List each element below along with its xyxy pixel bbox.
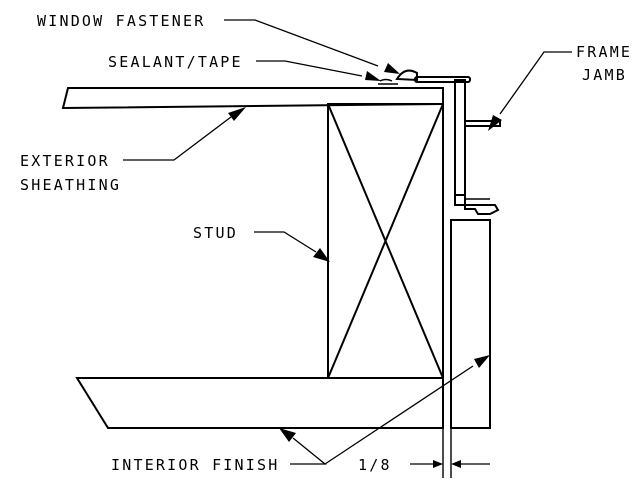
leader-interior-finish xyxy=(279,355,490,465)
label-frame-jamb-line1: FRAME xyxy=(576,43,632,61)
label-dimension: 1/8 xyxy=(358,456,392,474)
gap-dimension xyxy=(410,428,490,478)
window-fastener xyxy=(395,69,418,82)
interior-finish-return xyxy=(450,219,491,429)
label-sealant-tape: SEALANT/TAPE xyxy=(108,53,243,71)
label-stud: STUD xyxy=(193,224,238,242)
interior-finish-board xyxy=(75,377,444,429)
stud-member xyxy=(327,103,444,379)
label-window-fastener: WINDOW FASTENER xyxy=(37,12,205,30)
leader-sealant-tape xyxy=(256,60,381,81)
label-exterior-sheathing-line1: EXTERIOR xyxy=(20,152,110,170)
frame-jamb-profile xyxy=(414,76,501,215)
leader-frame-jamb xyxy=(488,51,572,131)
leader-stud xyxy=(254,231,330,262)
label-frame-jamb-line2: JAMB xyxy=(582,66,627,84)
leader-window-fastener xyxy=(224,19,400,74)
leader-exterior-sheathing xyxy=(123,107,246,161)
label-interior-finish: INTERIOR FINISH xyxy=(111,456,279,474)
sealant-tape xyxy=(378,78,398,85)
label-exterior-sheathing-line2: SHEATHING xyxy=(20,176,121,194)
